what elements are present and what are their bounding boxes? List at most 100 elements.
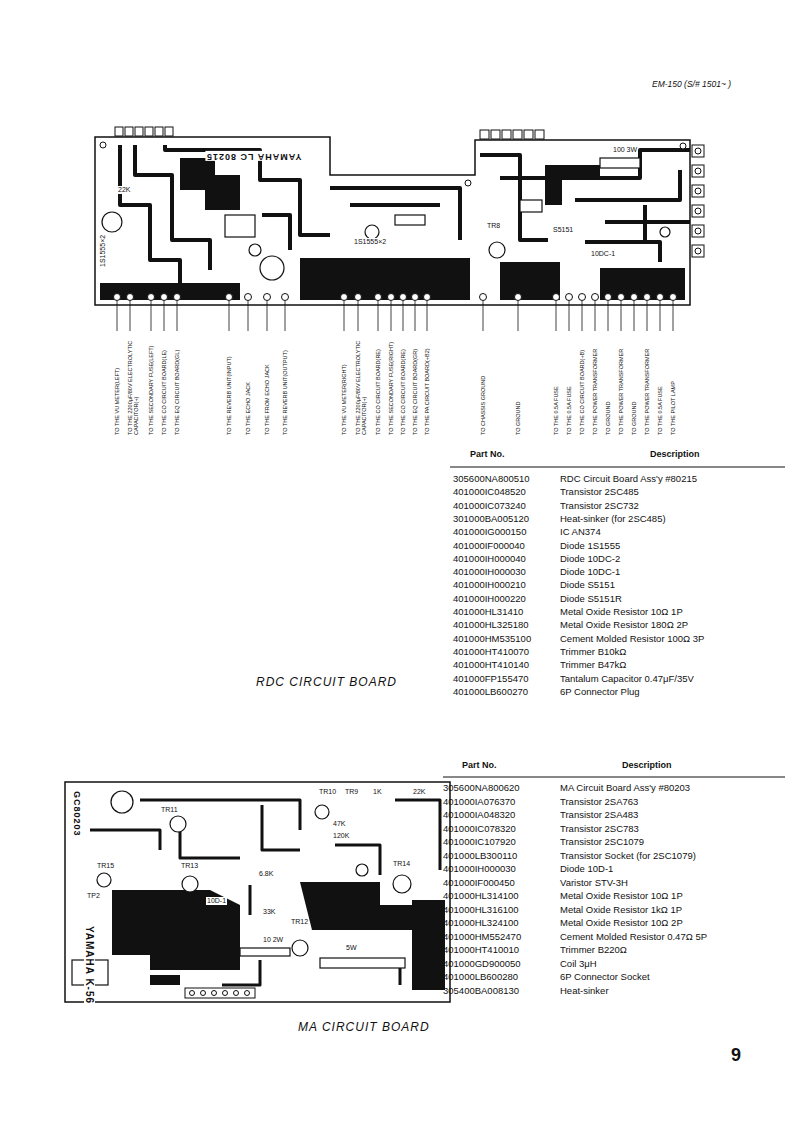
mounting-hole bbox=[100, 142, 106, 148]
connector bbox=[223, 991, 228, 996]
wire bbox=[117, 301, 118, 331]
connector bbox=[502, 130, 511, 139]
component-label: TR8 bbox=[486, 222, 501, 230]
copper-area bbox=[180, 158, 240, 210]
part-description: Diode 1S1555 bbox=[560, 541, 620, 552]
component-label: TR13 bbox=[180, 862, 199, 870]
terminal-pin bbox=[605, 294, 612, 301]
wire bbox=[229, 301, 230, 331]
component-outline bbox=[225, 215, 255, 237]
terminal-pin bbox=[657, 294, 664, 301]
terminal-pin bbox=[114, 294, 677, 301]
part-description: Metal Oxide Resistor 180Ω 2P bbox=[560, 620, 688, 631]
wire-destination: TO GROUND bbox=[605, 335, 611, 435]
part-number: 401000IG000150 bbox=[453, 527, 526, 538]
part-number: 401000HM535100 bbox=[453, 634, 531, 645]
wire bbox=[177, 301, 178, 331]
copper-trace bbox=[330, 188, 460, 240]
part-number: 401000IH000040 bbox=[453, 554, 526, 565]
connector bbox=[201, 991, 206, 996]
terminal-pin bbox=[515, 294, 522, 301]
component-label: TR15 bbox=[96, 862, 115, 870]
copper-area bbox=[112, 890, 240, 970]
component-outline bbox=[356, 864, 368, 876]
part-description: Diode 10DC-1 bbox=[560, 567, 620, 578]
part-description: Diode 10D-1 bbox=[560, 864, 613, 875]
board-outline bbox=[65, 782, 450, 1002]
wire bbox=[130, 301, 131, 331]
component-outline bbox=[72, 791, 411, 985]
part-description: Transistor Socket (for 2SC1079) bbox=[560, 851, 696, 862]
part-description: Trimmer B220Ω bbox=[560, 945, 627, 956]
connector bbox=[692, 185, 704, 197]
table-header: Description bbox=[650, 449, 700, 459]
connector bbox=[185, 988, 255, 998]
wire-destination: TO THE 0.5A FUSE bbox=[657, 335, 663, 435]
wire-destination: TO THE POWER TRANSFORMER bbox=[644, 335, 650, 435]
copper-trace bbox=[335, 845, 380, 875]
component-outline bbox=[489, 242, 505, 258]
wire-destination: TO THE 2200μF/80V ELECTROLYTIC CAPACITOR… bbox=[355, 335, 367, 435]
part-number: 401000GD900050 bbox=[443, 959, 521, 970]
component-label: TR10 bbox=[318, 788, 337, 796]
wire-destination: TO THE CO CIRCUIT BOARD(RE) bbox=[400, 335, 406, 435]
component-label: 100 3W bbox=[612, 146, 638, 154]
wire-destination: TO THE REVERB UNIT(OUTPUT) bbox=[282, 335, 288, 435]
wire-destination: TO GROUND bbox=[515, 335, 521, 435]
part-number: 401000HM552470 bbox=[443, 932, 521, 943]
part-description: Trimmer B10kΩ bbox=[560, 647, 626, 658]
component-outline bbox=[660, 227, 670, 237]
wire bbox=[483, 301, 484, 331]
part-number: 401000IH000220 bbox=[453, 594, 526, 605]
wire bbox=[117, 301, 673, 331]
connector bbox=[245, 991, 250, 996]
wire bbox=[595, 301, 596, 331]
connector bbox=[480, 130, 489, 139]
wire bbox=[673, 301, 674, 331]
part-description: Diode S5151 bbox=[560, 580, 615, 591]
component-label: 33K bbox=[262, 908, 276, 916]
copper-area bbox=[412, 900, 445, 990]
wire bbox=[582, 301, 583, 331]
wire bbox=[608, 301, 609, 331]
copper-area bbox=[100, 283, 240, 300]
copper-trace bbox=[262, 805, 300, 850]
part-number: 401000IA048320 bbox=[443, 810, 515, 821]
wire-destination: TO THE REVERB UNIT(INPUT) bbox=[226, 335, 232, 435]
wire-destination: TO THE PILOT LAMP bbox=[670, 335, 676, 435]
terminal-pin bbox=[264, 294, 271, 301]
component-outline bbox=[520, 200, 542, 212]
wire-destination: TO THE ECHO JACK bbox=[245, 335, 251, 435]
part-number: 401000HT410140 bbox=[453, 660, 529, 671]
copper-trace bbox=[262, 215, 290, 250]
part-number: 305400BA008130 bbox=[443, 986, 519, 997]
part-description: Metal Oxide Resistor 10Ω 1P bbox=[560, 891, 683, 902]
wire bbox=[647, 301, 648, 331]
part-description: Metal Oxide Resistor 10Ω 1P bbox=[560, 607, 683, 618]
table-rule bbox=[443, 467, 785, 777]
wire-destination: TO THE 2200μF/80V ELECTROLYTIC CAPACITOR… bbox=[127, 335, 139, 435]
part-description: 6P Connector Plug bbox=[560, 687, 640, 698]
connector bbox=[165, 127, 173, 136]
component-outline bbox=[395, 215, 425, 225]
page-number: 9 bbox=[731, 1045, 741, 1066]
connector bbox=[695, 248, 701, 254]
wire-destination: TO THE 0.5A FUSE bbox=[566, 335, 572, 435]
component-label: 10D-1 bbox=[206, 897, 227, 905]
terminal-pin bbox=[670, 294, 677, 301]
copper-trace bbox=[585, 242, 660, 262]
component-label: 1S1555×2 bbox=[99, 234, 107, 268]
wire-destination: TO THE 0.5A FUSE bbox=[553, 335, 559, 435]
wire-destination: TO THE SECONDARY FUSE(RIGHT) bbox=[388, 335, 394, 435]
part-description: Coil 3μH bbox=[560, 959, 597, 970]
terminal-pin bbox=[341, 294, 348, 301]
connector bbox=[692, 205, 704, 217]
part-number: 401000IC078320 bbox=[443, 824, 516, 835]
connector bbox=[513, 130, 522, 139]
wire bbox=[344, 301, 345, 331]
copper-area bbox=[150, 975, 180, 985]
wire bbox=[569, 301, 570, 331]
mounting-hole bbox=[465, 180, 471, 186]
